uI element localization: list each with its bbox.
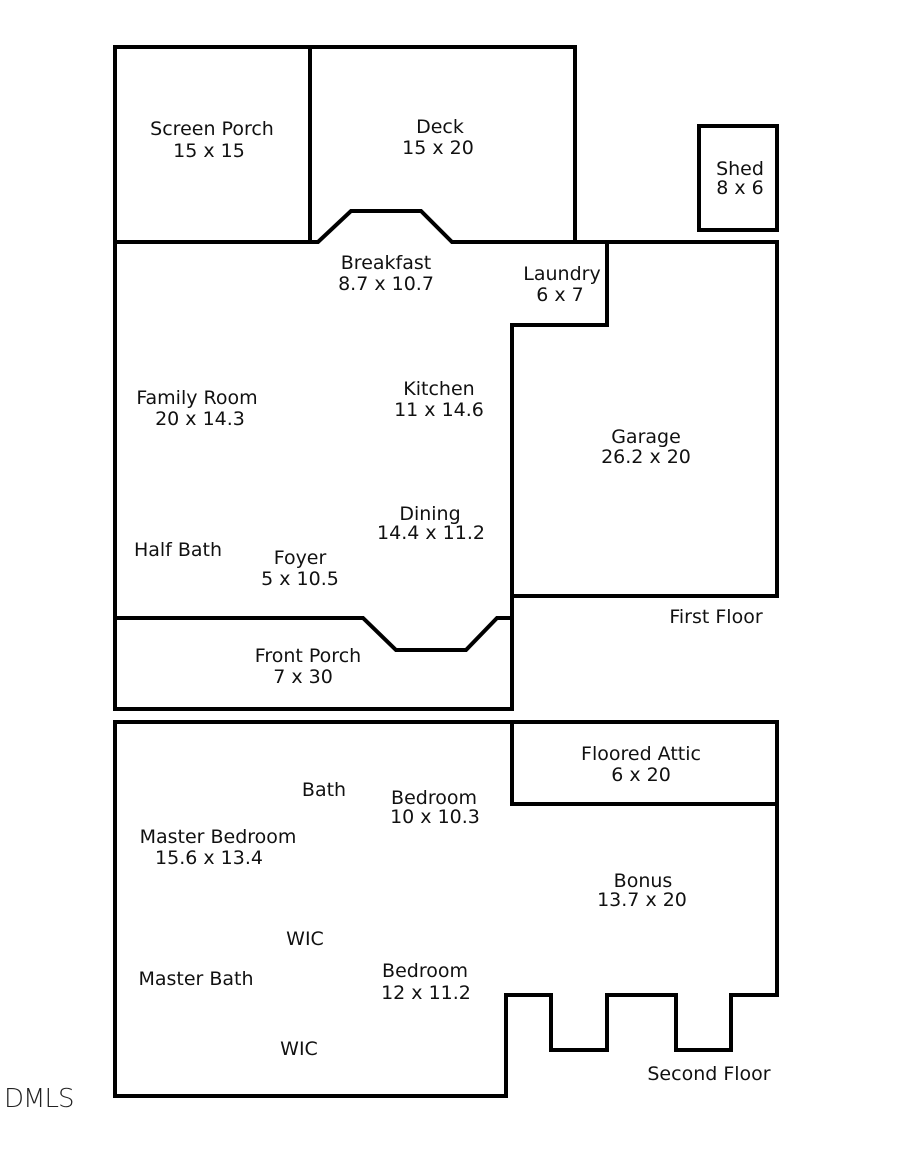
room-dims: 5 x 10.5 — [261, 568, 339, 590]
room-name: Laundry — [523, 263, 600, 285]
floor-label-first: First Floor — [669, 606, 762, 628]
room-name: Family Room — [136, 387, 257, 409]
second-floor-walls — [113, 720, 779, 1098]
room-dims: 11 x 14.6 — [394, 399, 484, 421]
room-dims: 15 x 15 — [173, 140, 245, 162]
room-dims: 14.4 x 11.2 — [377, 522, 485, 544]
room-name: WIC — [286, 928, 324, 950]
room-dims: 8.7 x 10.7 — [338, 273, 434, 295]
watermark-logo: DMLS — [4, 1084, 73, 1114]
floor-label-second: Second Floor — [647, 1063, 770, 1085]
room-name: Front Porch — [255, 645, 361, 667]
room-name: Screen Porch — [150, 118, 274, 140]
room-dims: 6 x 20 — [611, 764, 671, 786]
room-name: Floored Attic — [581, 743, 701, 765]
deck-outline — [308, 45, 577, 244]
room-dims: 6 x 7 — [536, 284, 584, 306]
room-dims: 15 x 20 — [402, 137, 474, 159]
room-name: Master Bedroom — [140, 826, 297, 848]
room-dims: 20 x 14.3 — [155, 408, 245, 430]
room-dims: 7 x 30 — [273, 666, 333, 688]
room-name: Bedroom — [382, 960, 468, 982]
room-name: Deck — [416, 116, 464, 138]
laundry-garage-wall — [510, 240, 609, 711]
room-dims: 12 x 11.2 — [381, 982, 471, 1004]
house-left-outline — [113, 240, 514, 711]
room-dims: 13.7 x 20 — [597, 889, 687, 911]
room-dims: 26.2 x 20 — [601, 446, 691, 468]
room-dims: 15.6 x 13.4 — [155, 847, 263, 869]
front-porch-wall — [113, 616, 514, 652]
second-floor-outline — [113, 720, 779, 1098]
second-floor-labels: Floored Attic 6 x 20 Bath Bedroom 10 x 1… — [138, 743, 770, 1085]
room-name: Bedroom — [391, 787, 477, 809]
room-name: Dining — [399, 503, 460, 525]
room-dims: 10 x 10.3 — [390, 806, 480, 828]
first-floor-walls — [113, 45, 779, 711]
room-dims: 8 x 6 — [716, 177, 764, 199]
room-name: Half Bath — [134, 539, 222, 561]
room-name: Shed — [716, 158, 764, 180]
room-name: Breakfast — [341, 252, 431, 274]
room-name: Bonus — [614, 870, 673, 892]
shed-outline — [697, 124, 779, 232]
room-name: Kitchen — [403, 378, 474, 400]
main-house-top-outline — [113, 209, 779, 598]
room-name: Bath — [302, 779, 346, 801]
room-name: WIC — [280, 1038, 318, 1060]
room-name: Master Bath — [138, 968, 253, 990]
floored-attic-wall — [510, 720, 779, 806]
room-name: Garage — [611, 426, 681, 448]
room-name: Foyer — [274, 547, 327, 569]
first-floor-labels: Screen Porch 15 x 15 Deck 15 x 20 Shed 8… — [134, 116, 764, 688]
